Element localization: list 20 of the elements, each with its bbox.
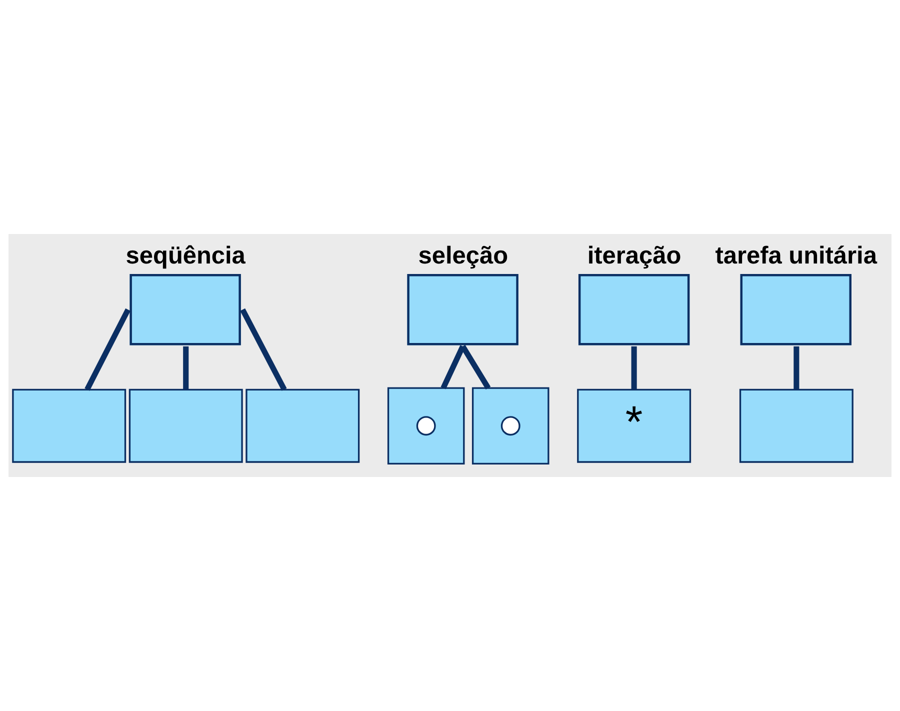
node-label: iteração [587, 242, 682, 270]
node-label: seleção [418, 242, 508, 270]
connector [440, 345, 466, 390]
node-box: * [577, 388, 692, 463]
connector [631, 346, 637, 390]
node-circle [500, 416, 520, 436]
connector [794, 346, 800, 390]
cluster [387, 387, 465, 464]
connector [240, 308, 287, 391]
node-label: tarefa unitária [715, 242, 877, 270]
node-box [246, 388, 360, 463]
node-box [12, 388, 126, 463]
connector [183, 346, 189, 390]
node-label: seqüência [126, 242, 246, 270]
node-circle [416, 416, 436, 436]
cluster [472, 387, 550, 464]
connector [84, 308, 131, 391]
connector [460, 344, 491, 390]
node-box [739, 388, 854, 463]
node-box [128, 388, 243, 463]
